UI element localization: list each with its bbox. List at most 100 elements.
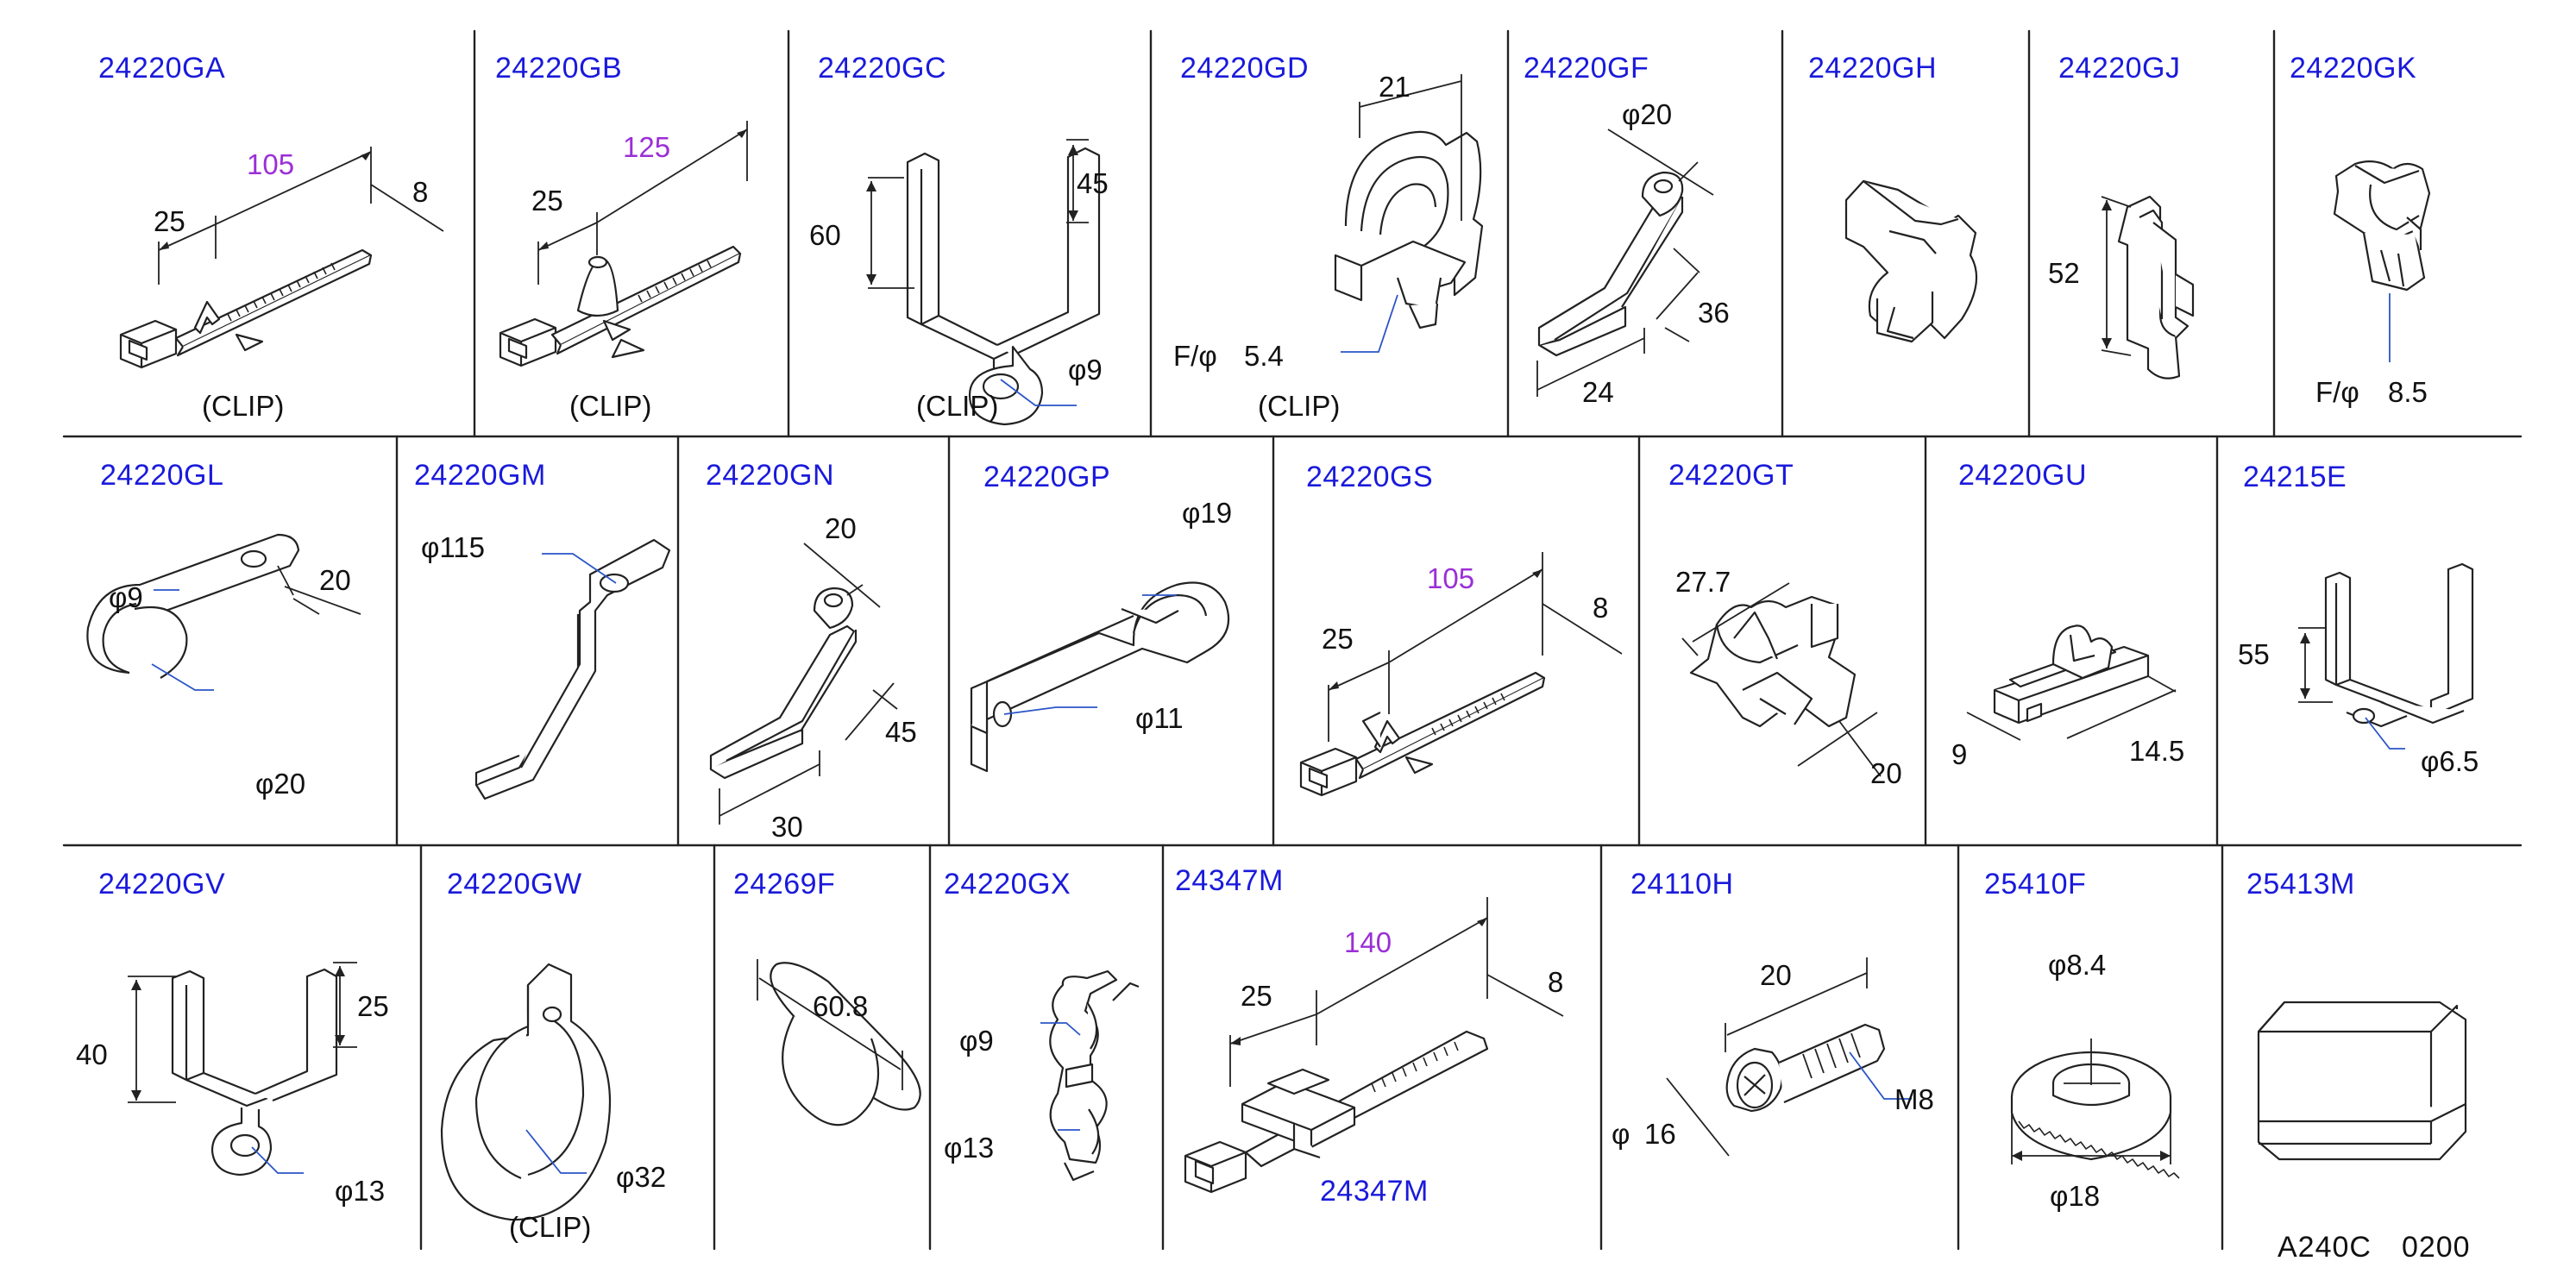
part-number-25410f: 25410F [1984, 868, 2087, 900]
tie-24220gb [499, 245, 742, 367]
part-number-24220gb: 24220GB [495, 52, 623, 85]
dimension-height: 40 [76, 1038, 108, 1070]
dimension-length: 20 [1760, 959, 1792, 991]
part-number-24220gf: 24220GF [1524, 52, 1649, 85]
dimension-height-2: 25 [357, 990, 389, 1022]
dimension-clamp-diameter: φ20 [255, 768, 306, 800]
dimension-width: 21 [1379, 71, 1411, 103]
clip-24220gj [2117, 195, 2195, 380]
clip-24220gk [2333, 160, 2431, 292]
dimension-width: 9 [1951, 738, 1968, 770]
dimension-outer-diameter: φ18 [2050, 1180, 2101, 1212]
clip-24220gx [1049, 969, 1140, 1182]
part-number-24220gv: 24220GV [98, 868, 226, 900]
figure-reference: A240C 0200 [2278, 1231, 2471, 1264]
dimension-width: 24 [1582, 376, 1614, 408]
part-number-24220gd: 24220GD [1180, 52, 1310, 85]
part-number-24347m-label: 24347M [1320, 1175, 1429, 1208]
clip-24220gt [1689, 595, 1857, 728]
dimension-length: 14.5 [2129, 735, 2185, 767]
dimension-fit-label: F/φ [2315, 376, 2359, 408]
dimension-length: 125 [623, 131, 671, 163]
dimension-offset: 25 [154, 205, 185, 237]
clip-24220gh [1844, 179, 1978, 343]
dimension-width: 20 [825, 512, 857, 544]
bolt-24110h [1725, 1023, 1886, 1113]
part-number-24220ga: 24220GA [98, 52, 226, 85]
dimension-clip-diameter: φ19 [1182, 497, 1233, 529]
dimension-width: 8 [1593, 592, 1609, 624]
part-number-24347m: 24347M [1175, 864, 1284, 897]
dimension-hole-diameter: φ20 [1622, 98, 1673, 130]
dimension-diameter-symbol: φ [1612, 1118, 1630, 1150]
clamp-24220gl [86, 533, 300, 679]
dimension-diameter-lower: φ13 [944, 1132, 995, 1164]
bracket-24220gm [474, 538, 671, 800]
clamp-24220gw [440, 963, 612, 1221]
bracket-24220gf [1537, 171, 1684, 357]
dimension-height: 27.7 [1675, 566, 1731, 598]
dimension-width: 8 [1548, 966, 1564, 998]
dimension-diameter-upper: φ9 [959, 1025, 994, 1057]
clip-note: (CLIP) [509, 1211, 592, 1243]
part-number-24220gj: 24220GJ [2058, 52, 2181, 85]
bracket-24220gn [709, 587, 858, 780]
dimension-diameter: 16 [1644, 1118, 1676, 1150]
dimension-offset: 25 [1322, 623, 1354, 655]
dimension-offset: 25 [531, 185, 563, 216]
part-number-24220gn: 24220GN [706, 459, 835, 492]
dimension-thread: M8 [1894, 1083, 1934, 1115]
part-number-24220gp: 24220GP [983, 461, 1111, 493]
clip-24220gd [1334, 130, 1484, 329]
washer-25410f [2010, 1051, 2180, 1179]
dimension-inner-diameter: φ8.4 [2048, 949, 2107, 981]
clip-24220gu [1993, 624, 2150, 725]
dimension-height: 36 [1698, 297, 1730, 329]
bracket-24215e [2324, 562, 2474, 728]
part-number-24220gh: 24220GH [1808, 52, 1938, 85]
part-number-24220gl: 24220GL [100, 459, 224, 492]
dimension-length: 105 [1427, 562, 1475, 594]
dimension-length: 140 [1344, 926, 1392, 958]
clip-note: (CLIP) [569, 390, 652, 422]
dimension-diameter: φ115 [421, 531, 486, 563]
part-number-24110h: 24110H [1630, 868, 1734, 900]
dimension-length: 60.8 [813, 990, 869, 1022]
part-number-25413m: 25413M [2246, 868, 2355, 900]
part-number-24220gm: 24220GM [414, 459, 546, 492]
part-number-24220gt: 24220GT [1668, 459, 1794, 492]
dimension-width: 8 [412, 176, 429, 208]
dimension-fit-label: F/φ [1173, 340, 1217, 372]
dimension-hole-diameter: φ9 [109, 581, 143, 613]
clip-note: (CLIP) [916, 390, 999, 422]
dimension-height: 45 [885, 716, 917, 748]
part-number-24220gk: 24220GK [2290, 52, 2417, 85]
part-number-24220gu: 24220GU [1958, 459, 2088, 492]
dimension-hole-diameter: φ6.5 [2421, 745, 2479, 777]
dimension-hole-diameter: φ13 [335, 1175, 386, 1207]
dimension-height: 60 [809, 219, 841, 251]
bracket-24220gp [970, 581, 1230, 773]
dimension-height: 55 [2238, 638, 2270, 670]
dimension-length: 105 [247, 148, 295, 180]
dimension-hole-diameter: φ11 [1135, 702, 1184, 734]
plug-24269f [770, 962, 921, 1126]
dimension-height-2: 45 [1077, 167, 1109, 199]
tie-24220gs [1299, 671, 1546, 797]
bracket-24220gv [171, 968, 338, 1176]
part-number-24269f: 24269F [733, 868, 836, 900]
part-number-24215e: 24215E [2243, 461, 2347, 493]
clip-note: (CLIP) [1258, 390, 1341, 422]
dimension-clamp-diameter: φ32 [616, 1161, 667, 1193]
dimension-hole-diameter: φ9 [1068, 354, 1103, 386]
dimension-fit-value: 8.5 [2388, 376, 2428, 408]
clip-note: (CLIP) [202, 390, 285, 422]
dimension-offset: 25 [1241, 980, 1272, 1012]
dimension-fit-value: 5.4 [1244, 340, 1284, 372]
tie-24220ga [119, 248, 373, 369]
dimension-length: 30 [771, 811, 803, 843]
tie-24347m [1184, 1030, 1489, 1194]
part-number-24220gx: 24220GX [944, 868, 1071, 900]
